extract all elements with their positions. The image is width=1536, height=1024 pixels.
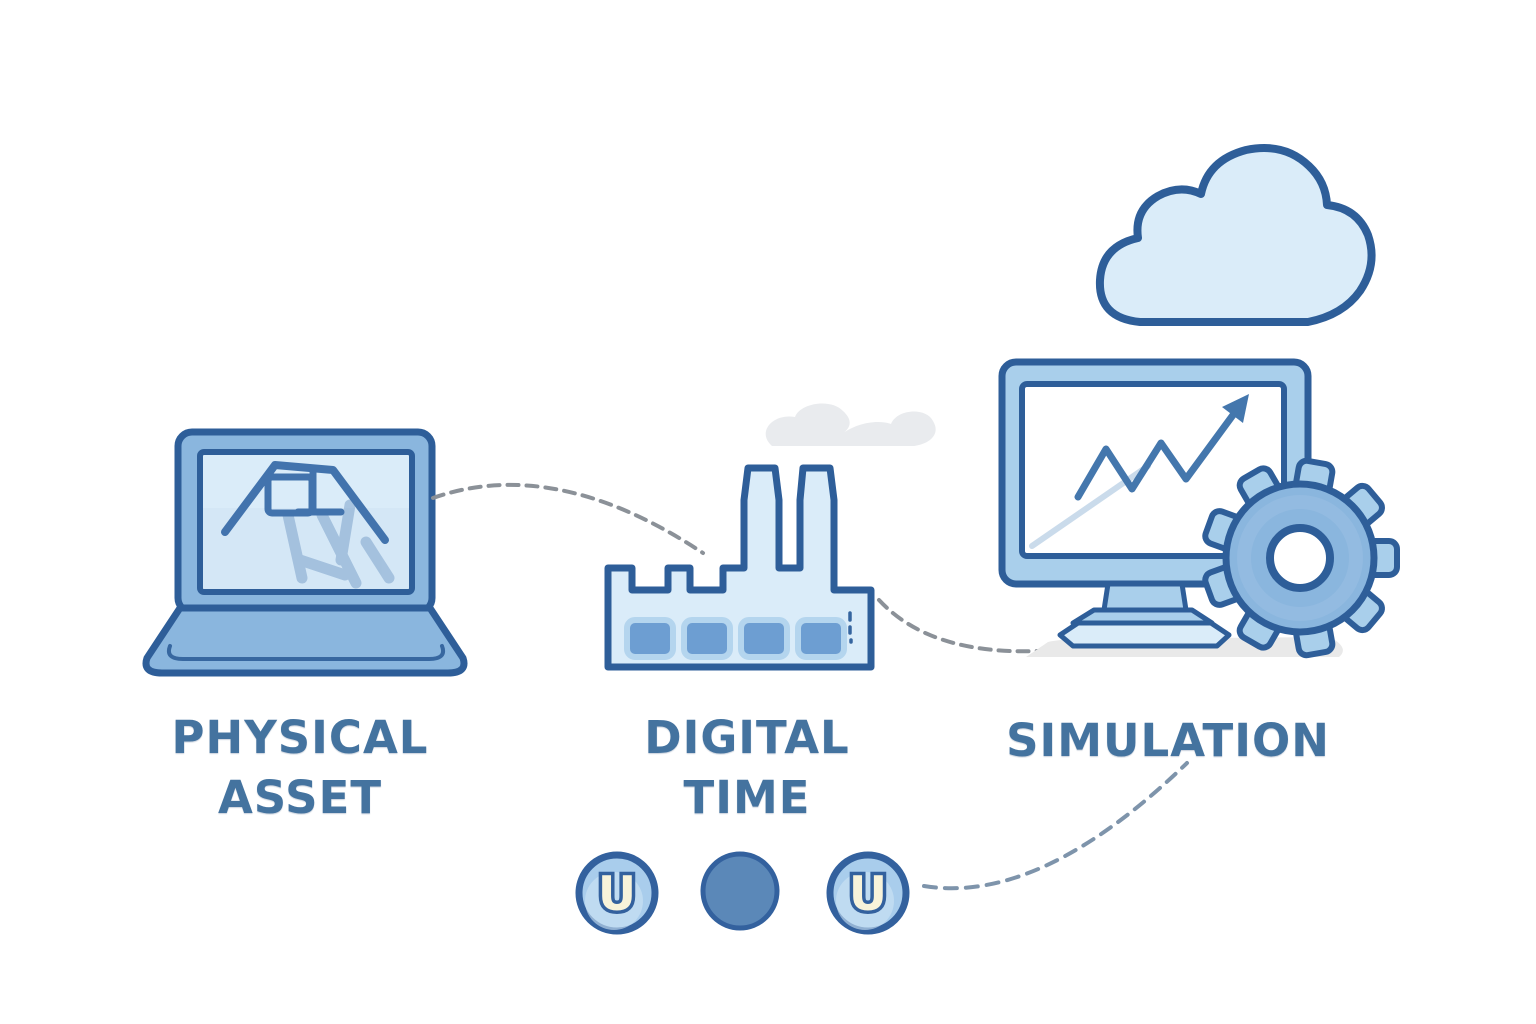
factory-icon xyxy=(604,464,875,671)
digital-time-label-line2: TIME xyxy=(683,771,811,824)
physical-asset-label-line1: PHYSICAL xyxy=(171,711,429,764)
physical-asset-label-line2: ASSET xyxy=(217,771,383,824)
gear-icon xyxy=(1202,457,1400,659)
u-badge-right: U xyxy=(826,851,910,935)
dot-badge-middle xyxy=(700,851,780,931)
badge-row: U U xyxy=(575,851,910,935)
connector-laptop-to-factory xyxy=(431,482,705,555)
factory-window xyxy=(681,617,733,660)
factory-wall-marks xyxy=(848,611,853,644)
factory-window xyxy=(624,617,676,660)
u-badge-left-glyph: U xyxy=(598,867,636,922)
smoke-icon xyxy=(765,403,936,446)
factory-window xyxy=(738,617,790,660)
laptop-base-lip xyxy=(166,644,446,661)
factory-window xyxy=(795,617,847,660)
connector-badge-to-simulation xyxy=(922,761,1189,891)
laptop-base xyxy=(142,604,468,677)
laptop-wireframe-sketch xyxy=(221,461,395,589)
simulation-label: SIMULATION xyxy=(978,711,1358,771)
cloud-icon xyxy=(1095,144,1376,326)
trend-arrow-icon xyxy=(1029,394,1249,549)
connector-factory-to-monitor xyxy=(877,598,1040,654)
monitor-stand xyxy=(1057,581,1232,649)
digital-time-label: DIGITAL TIME xyxy=(597,708,897,828)
physical-asset-label: PHYSICAL ASSET xyxy=(130,708,470,828)
u-badge-left: U xyxy=(575,851,659,935)
simulation-label-line1: SIMULATION xyxy=(1006,714,1330,767)
gear-hole xyxy=(1266,524,1334,592)
digital-time-label-line1: DIGITAL xyxy=(644,711,850,764)
factory-windows xyxy=(624,617,847,660)
u-badge-right-glyph: U xyxy=(849,867,887,922)
laptop-icon xyxy=(142,428,468,677)
